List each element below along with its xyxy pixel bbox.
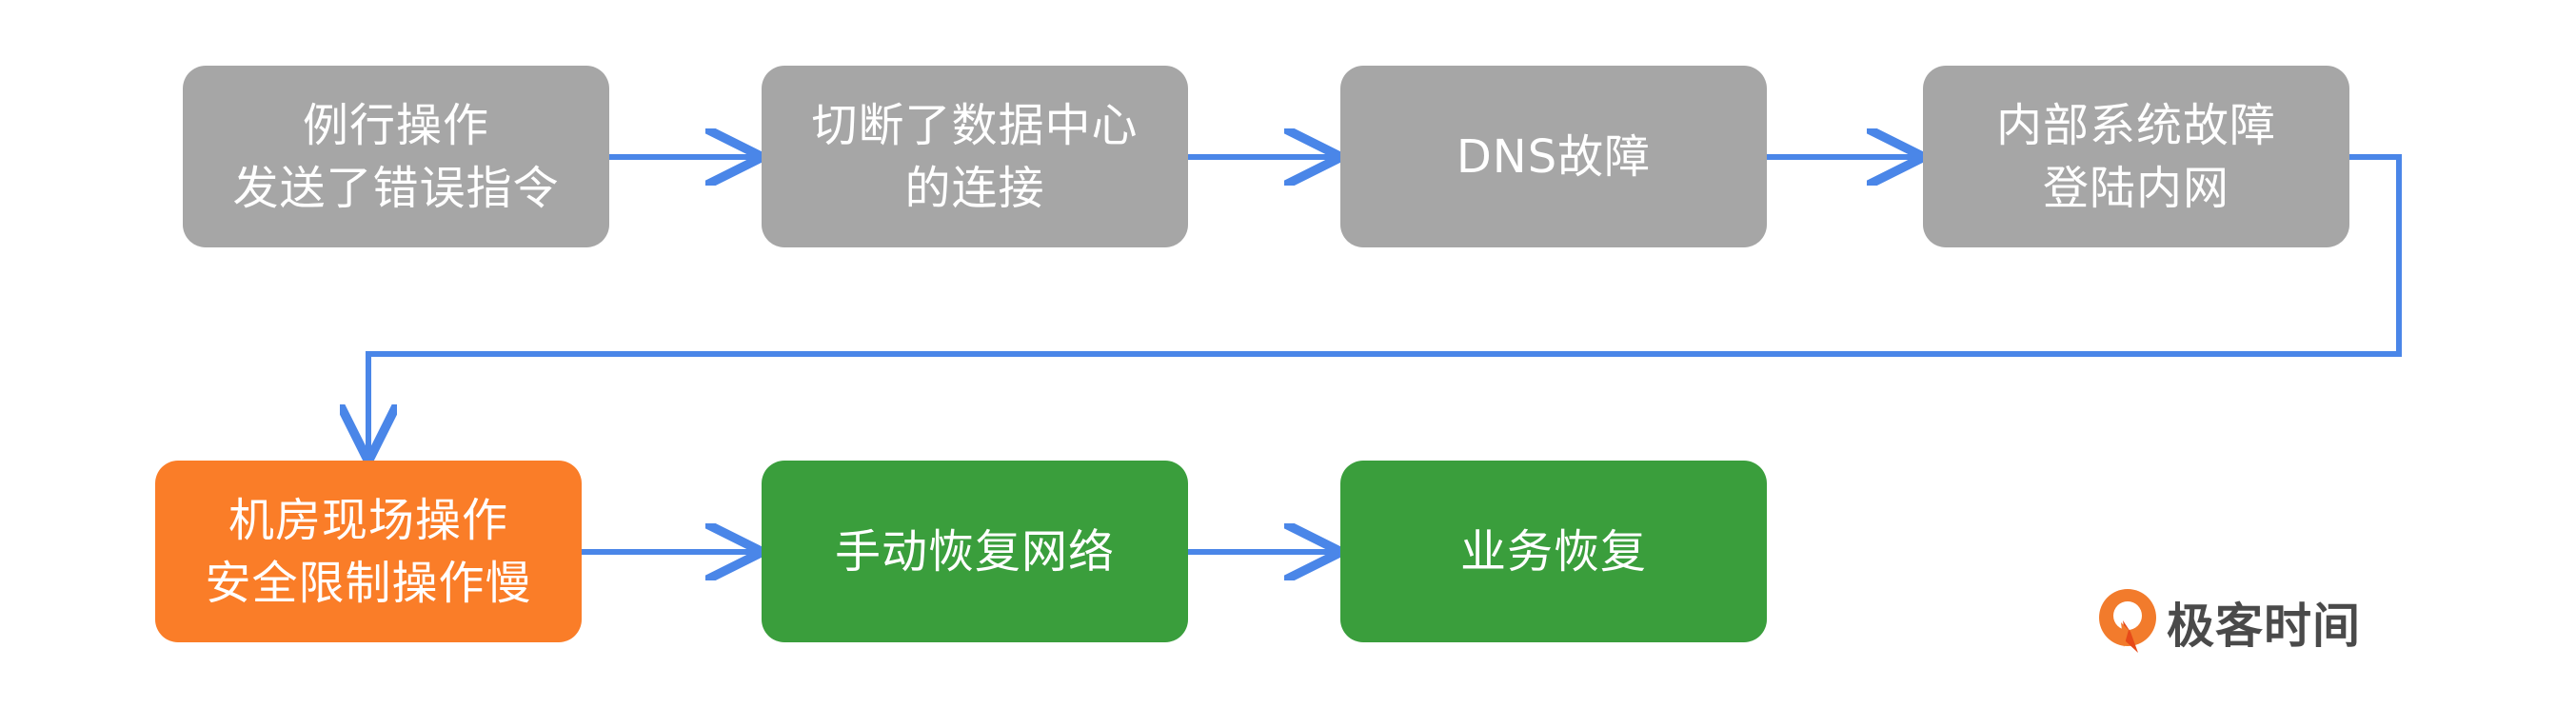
geektime-logo: 极客时间 xyxy=(2094,584,2361,660)
step-manual-network-recovery: 手动恢复网络 xyxy=(762,461,1188,642)
edge-n4-n5 xyxy=(368,154,2402,456)
step-routine-operation: 例行操作 发送了错误指令 xyxy=(183,66,609,247)
step-dns-failure: DNS故障 xyxy=(1340,66,1767,247)
step-onsite-operation: 机房现场操作 安全限制操作慢 xyxy=(155,461,582,642)
step-cut-datacenter-connection: 切断了数据中心 的连接 xyxy=(762,66,1188,247)
geektime-logo-icon xyxy=(2099,589,2156,653)
logo-text: 极客时间 xyxy=(2167,599,2361,654)
edges xyxy=(368,154,2402,552)
step-business-recovery: 业务恢复 xyxy=(1340,461,1767,642)
step-internal-system-failure: 内部系统故障 登陆内网 xyxy=(1923,66,2349,247)
